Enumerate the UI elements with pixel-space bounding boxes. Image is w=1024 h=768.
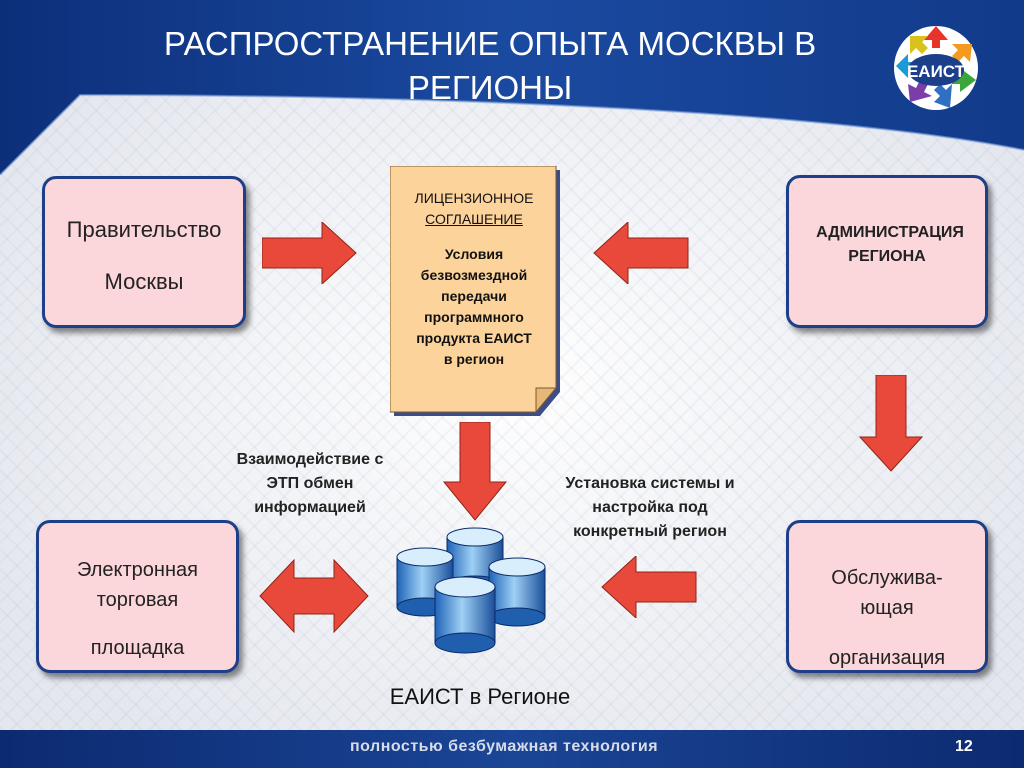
eaist-in-region-label: ЕАИСТ в Регионе xyxy=(389,684,571,709)
arrow-administration-to-license xyxy=(593,222,689,284)
installation-label-line: Установка системы и xyxy=(565,475,735,492)
interaction-label-line: информацией xyxy=(254,499,366,516)
service-organization-box: Обслужива- ющая организация xyxy=(786,520,988,673)
page-number: 12 xyxy=(955,738,973,755)
license-body-line: в регион xyxy=(443,351,505,367)
license-body-line: безвозмездной xyxy=(420,267,528,283)
title-line-1: РАСПРОСТРАНЕНИЕ ОПЫТА МОСКВЫ В xyxy=(163,25,817,62)
electronic-platform-line2: торговая xyxy=(96,589,179,611)
arrow-bidirectional-platform-eaist xyxy=(259,558,369,634)
region-administration-line2: РЕГИОНА xyxy=(848,248,926,265)
arrow-license-to-eaist xyxy=(442,422,508,521)
header-band xyxy=(0,0,1024,175)
license-body-line: программного xyxy=(424,309,524,325)
region-administration-line1: АДМИНИСТРАЦИЯ xyxy=(816,224,964,241)
moscow-government-line1: Правительство xyxy=(66,217,222,242)
installation-label-line: настройка под xyxy=(592,499,708,516)
footer-band xyxy=(0,730,1024,768)
arrow-administration-to-service xyxy=(858,375,924,472)
electronic-platform-line1: Электронная xyxy=(77,559,198,581)
eaist-logo-icon: ЕАИСТ xyxy=(894,26,978,110)
interaction-label-line: Взаимодействие с xyxy=(236,451,384,468)
license-agreement-document xyxy=(390,166,560,416)
service-organization-line1: Обслужива- xyxy=(831,567,943,589)
license-body-line: передачи xyxy=(441,288,507,304)
region-administration-box: АДМИНИСТРАЦИЯ РЕГИОНА xyxy=(786,175,988,328)
footer-slogan: полностью безбумажная технология xyxy=(350,738,659,755)
slide-title: РАСПРОСТРАНЕНИЕ ОПЫТА МОСКВЫ В РЕГИОНЫ xyxy=(140,22,840,110)
database-icon xyxy=(396,527,546,654)
license-agreement-text: ЛИЦЕНЗИОННОЕ СОГЛАШЕНИЕ Условия безвозме… xyxy=(394,188,554,370)
license-heading-line1: ЛИЦЕНЗИОННОЕ xyxy=(414,190,534,206)
arrow-government-to-license xyxy=(262,222,357,284)
service-organization-line2: ющая xyxy=(860,597,914,619)
interaction-label-line: ЭТП обмен xyxy=(266,475,354,492)
moscow-government-line2: Москвы xyxy=(104,269,184,294)
electronic-platform-line3: площадка xyxy=(90,637,185,659)
license-body-line: продукта ЕАИСТ xyxy=(416,330,532,346)
installation-label-line: конкретный регион xyxy=(573,523,727,540)
service-organization-line3: организация xyxy=(828,647,946,669)
license-body-line: Условия xyxy=(444,246,504,262)
moscow-government-box: Правительство Москвы xyxy=(42,176,246,328)
installation-label: Установка системы и настройка под конкре… xyxy=(530,472,770,544)
license-heading-line2: СОГЛАШЕНИЕ xyxy=(425,211,523,227)
electronic-platform-box: Электронная торговая площадка xyxy=(36,520,239,673)
database-cylinder xyxy=(488,557,546,627)
title-line-2: РЕГИОНЫ xyxy=(407,69,573,106)
interaction-label: Взаимодействие с ЭТП обмен информацией xyxy=(200,448,420,520)
database-cylinder xyxy=(434,576,496,654)
arrow-service-to-eaist xyxy=(601,556,697,618)
logo-text: ЕАИСТ xyxy=(907,62,966,81)
